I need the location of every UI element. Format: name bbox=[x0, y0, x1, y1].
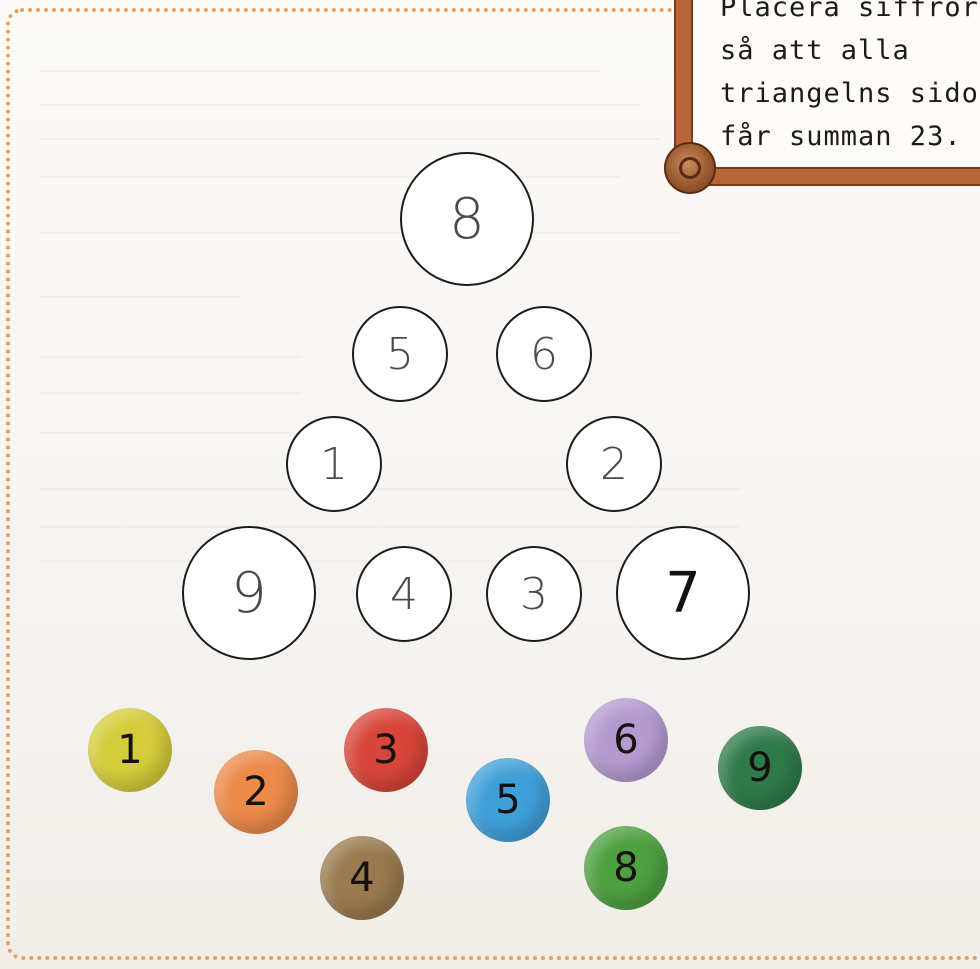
background-bleed-line bbox=[40, 296, 240, 298]
background-bleed-line bbox=[40, 70, 600, 72]
frame-knot-ornament bbox=[664, 142, 716, 194]
number-ball-3[interactable]: 3 bbox=[344, 708, 428, 792]
number-ball-5[interactable]: 5 bbox=[466, 758, 550, 842]
ball-digit: 3 bbox=[373, 727, 398, 773]
ball-digit: 5 bbox=[495, 777, 520, 823]
background-bleed-line bbox=[40, 232, 680, 234]
instruction-line: Placera siffrorna bbox=[720, 0, 980, 29]
background-bleed-line bbox=[40, 560, 680, 562]
triangle-circle-left-3[interactable]: 1 bbox=[286, 416, 382, 512]
instruction-line: triangelns sidor bbox=[720, 72, 980, 115]
triangle-circle-left-2[interactable]: 5 bbox=[352, 306, 448, 402]
background-bleed-line bbox=[40, 526, 740, 528]
triangle-circle-right-3[interactable]: 2 bbox=[566, 416, 662, 512]
triangle-circle-bottom-right-corner[interactable]: 7 bbox=[616, 526, 750, 660]
circle-digit: 6 bbox=[530, 329, 558, 380]
background-bleed-line bbox=[40, 356, 300, 358]
triangle-circle-bottom-3[interactable]: 3 bbox=[486, 546, 582, 642]
circle-digit: 7 bbox=[665, 561, 701, 626]
circle-digit: 5 bbox=[386, 329, 414, 380]
background-bleed-line bbox=[40, 104, 640, 106]
ball-digit: 4 bbox=[349, 855, 374, 901]
number-ball-6[interactable]: 6 bbox=[584, 698, 668, 782]
ball-digit: 6 bbox=[613, 717, 638, 763]
background-bleed-line bbox=[40, 138, 660, 140]
instruction-text: Placera siffrorna så att alla triangelns… bbox=[720, 0, 980, 158]
instruction-line: får summan 23. bbox=[720, 115, 980, 158]
circle-digit: 1 bbox=[320, 439, 348, 490]
number-ball-1[interactable]: 1 bbox=[88, 708, 172, 792]
circle-digit: 3 bbox=[520, 569, 548, 620]
number-ball-9[interactable]: 9 bbox=[718, 726, 802, 810]
number-ball-8[interactable]: 8 bbox=[584, 826, 668, 910]
circle-digit: 8 bbox=[449, 187, 485, 252]
circle-digit: 2 bbox=[600, 439, 628, 490]
circle-digit: 9 bbox=[231, 561, 267, 626]
triangle-circle-top[interactable]: 8 bbox=[400, 152, 534, 286]
background-bleed-line bbox=[40, 392, 300, 394]
background-bleed-line bbox=[40, 176, 620, 178]
ball-digit: 9 bbox=[747, 745, 772, 791]
circle-digit: 4 bbox=[390, 569, 418, 620]
triangle-circle-bottom-left-corner[interactable]: 9 bbox=[182, 526, 316, 660]
triangle-circle-right-2[interactable]: 6 bbox=[496, 306, 592, 402]
number-ball-4[interactable]: 4 bbox=[320, 836, 404, 920]
ball-digit: 2 bbox=[243, 769, 268, 815]
triangle-circle-bottom-2[interactable]: 4 bbox=[356, 546, 452, 642]
ball-digit: 8 bbox=[613, 845, 638, 891]
number-ball-2[interactable]: 2 bbox=[214, 750, 298, 834]
ball-digit: 1 bbox=[117, 727, 142, 773]
instruction-line: så att alla bbox=[720, 29, 980, 72]
